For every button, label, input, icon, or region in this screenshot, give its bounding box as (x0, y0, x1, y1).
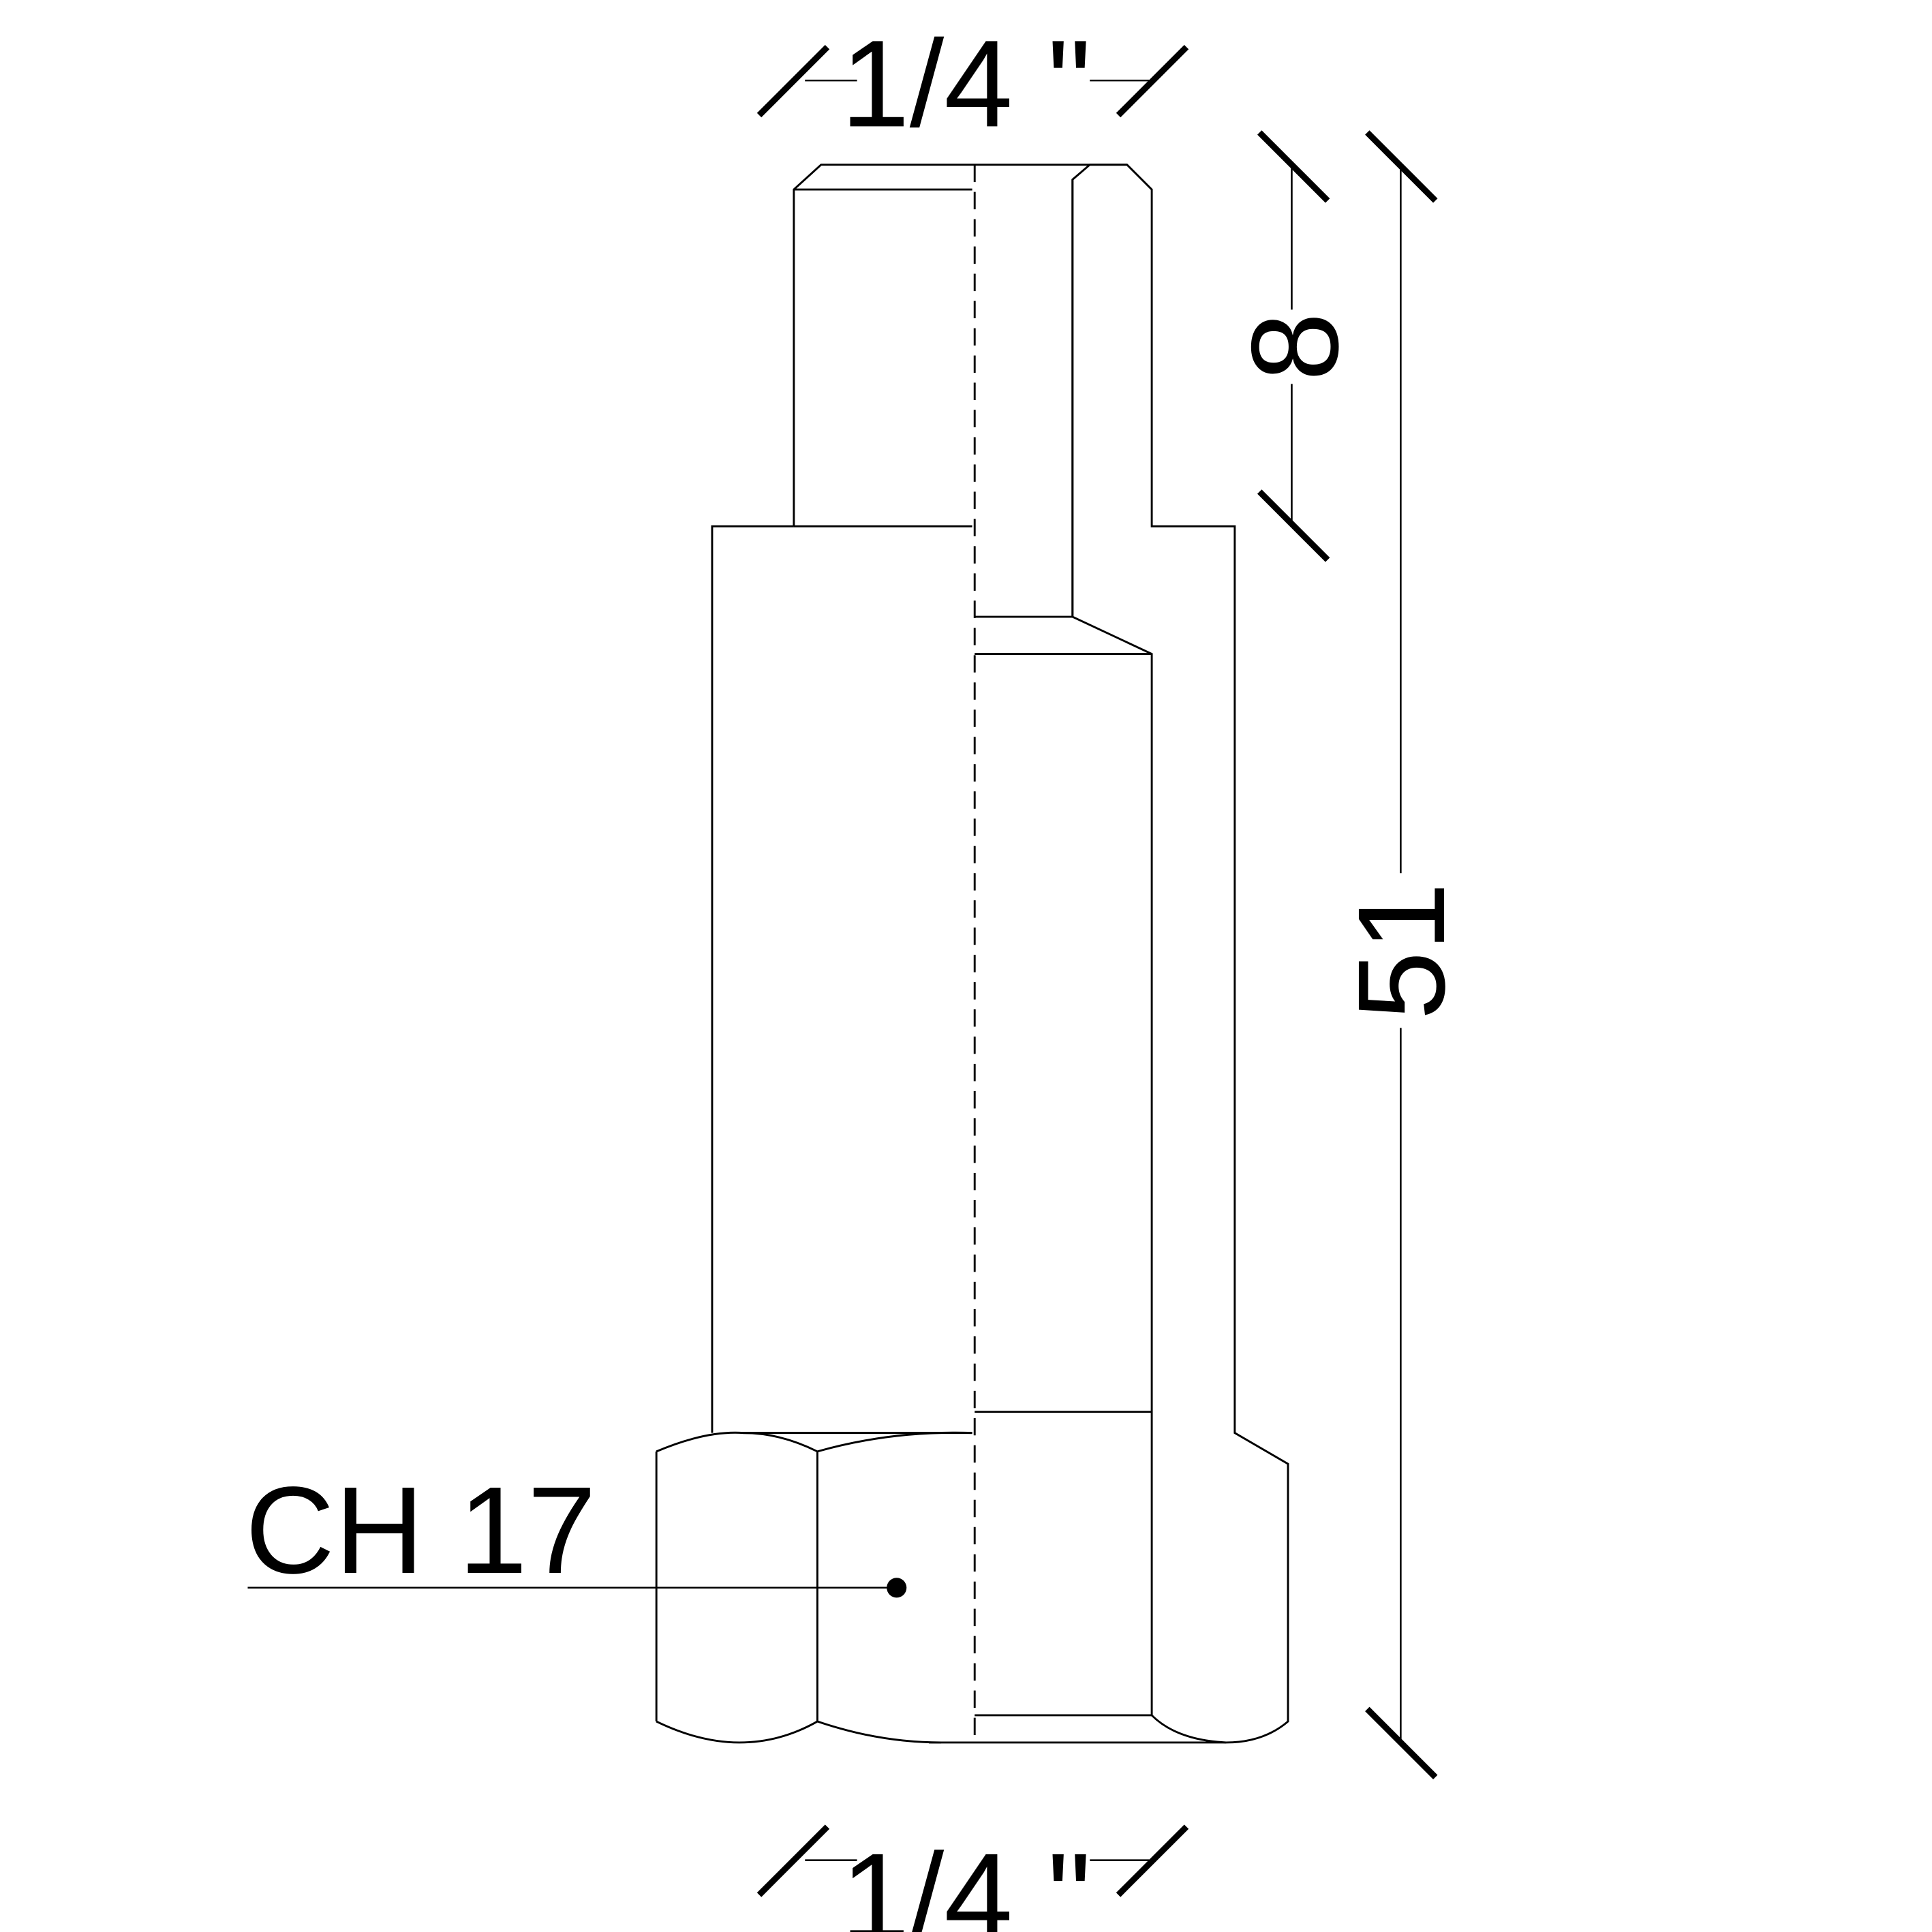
thread-length-dimension: 8 (1225, 130, 1364, 562)
bottom-thread-dimension: 1/4 " (756, 1824, 1189, 1932)
fitting-outline (655, 164, 1227, 1744)
overall-length-label: 51 (1332, 883, 1471, 1020)
leader-dot (887, 1578, 907, 1598)
section-hatch (1071, 164, 1289, 1744)
overall-length-dimension: 51 (1332, 130, 1471, 1780)
top-thread-label: 1/4 " (841, 14, 1092, 153)
top-thread-dimension: 1/4 " (756, 14, 1189, 153)
hex-size-callout: CH 17 (245, 1460, 907, 1599)
hex-size-label: CH 17 (245, 1460, 596, 1599)
bottom-thread-label: 1/4 " (841, 1827, 1092, 1932)
thread-length-label: 8 (1225, 312, 1364, 381)
